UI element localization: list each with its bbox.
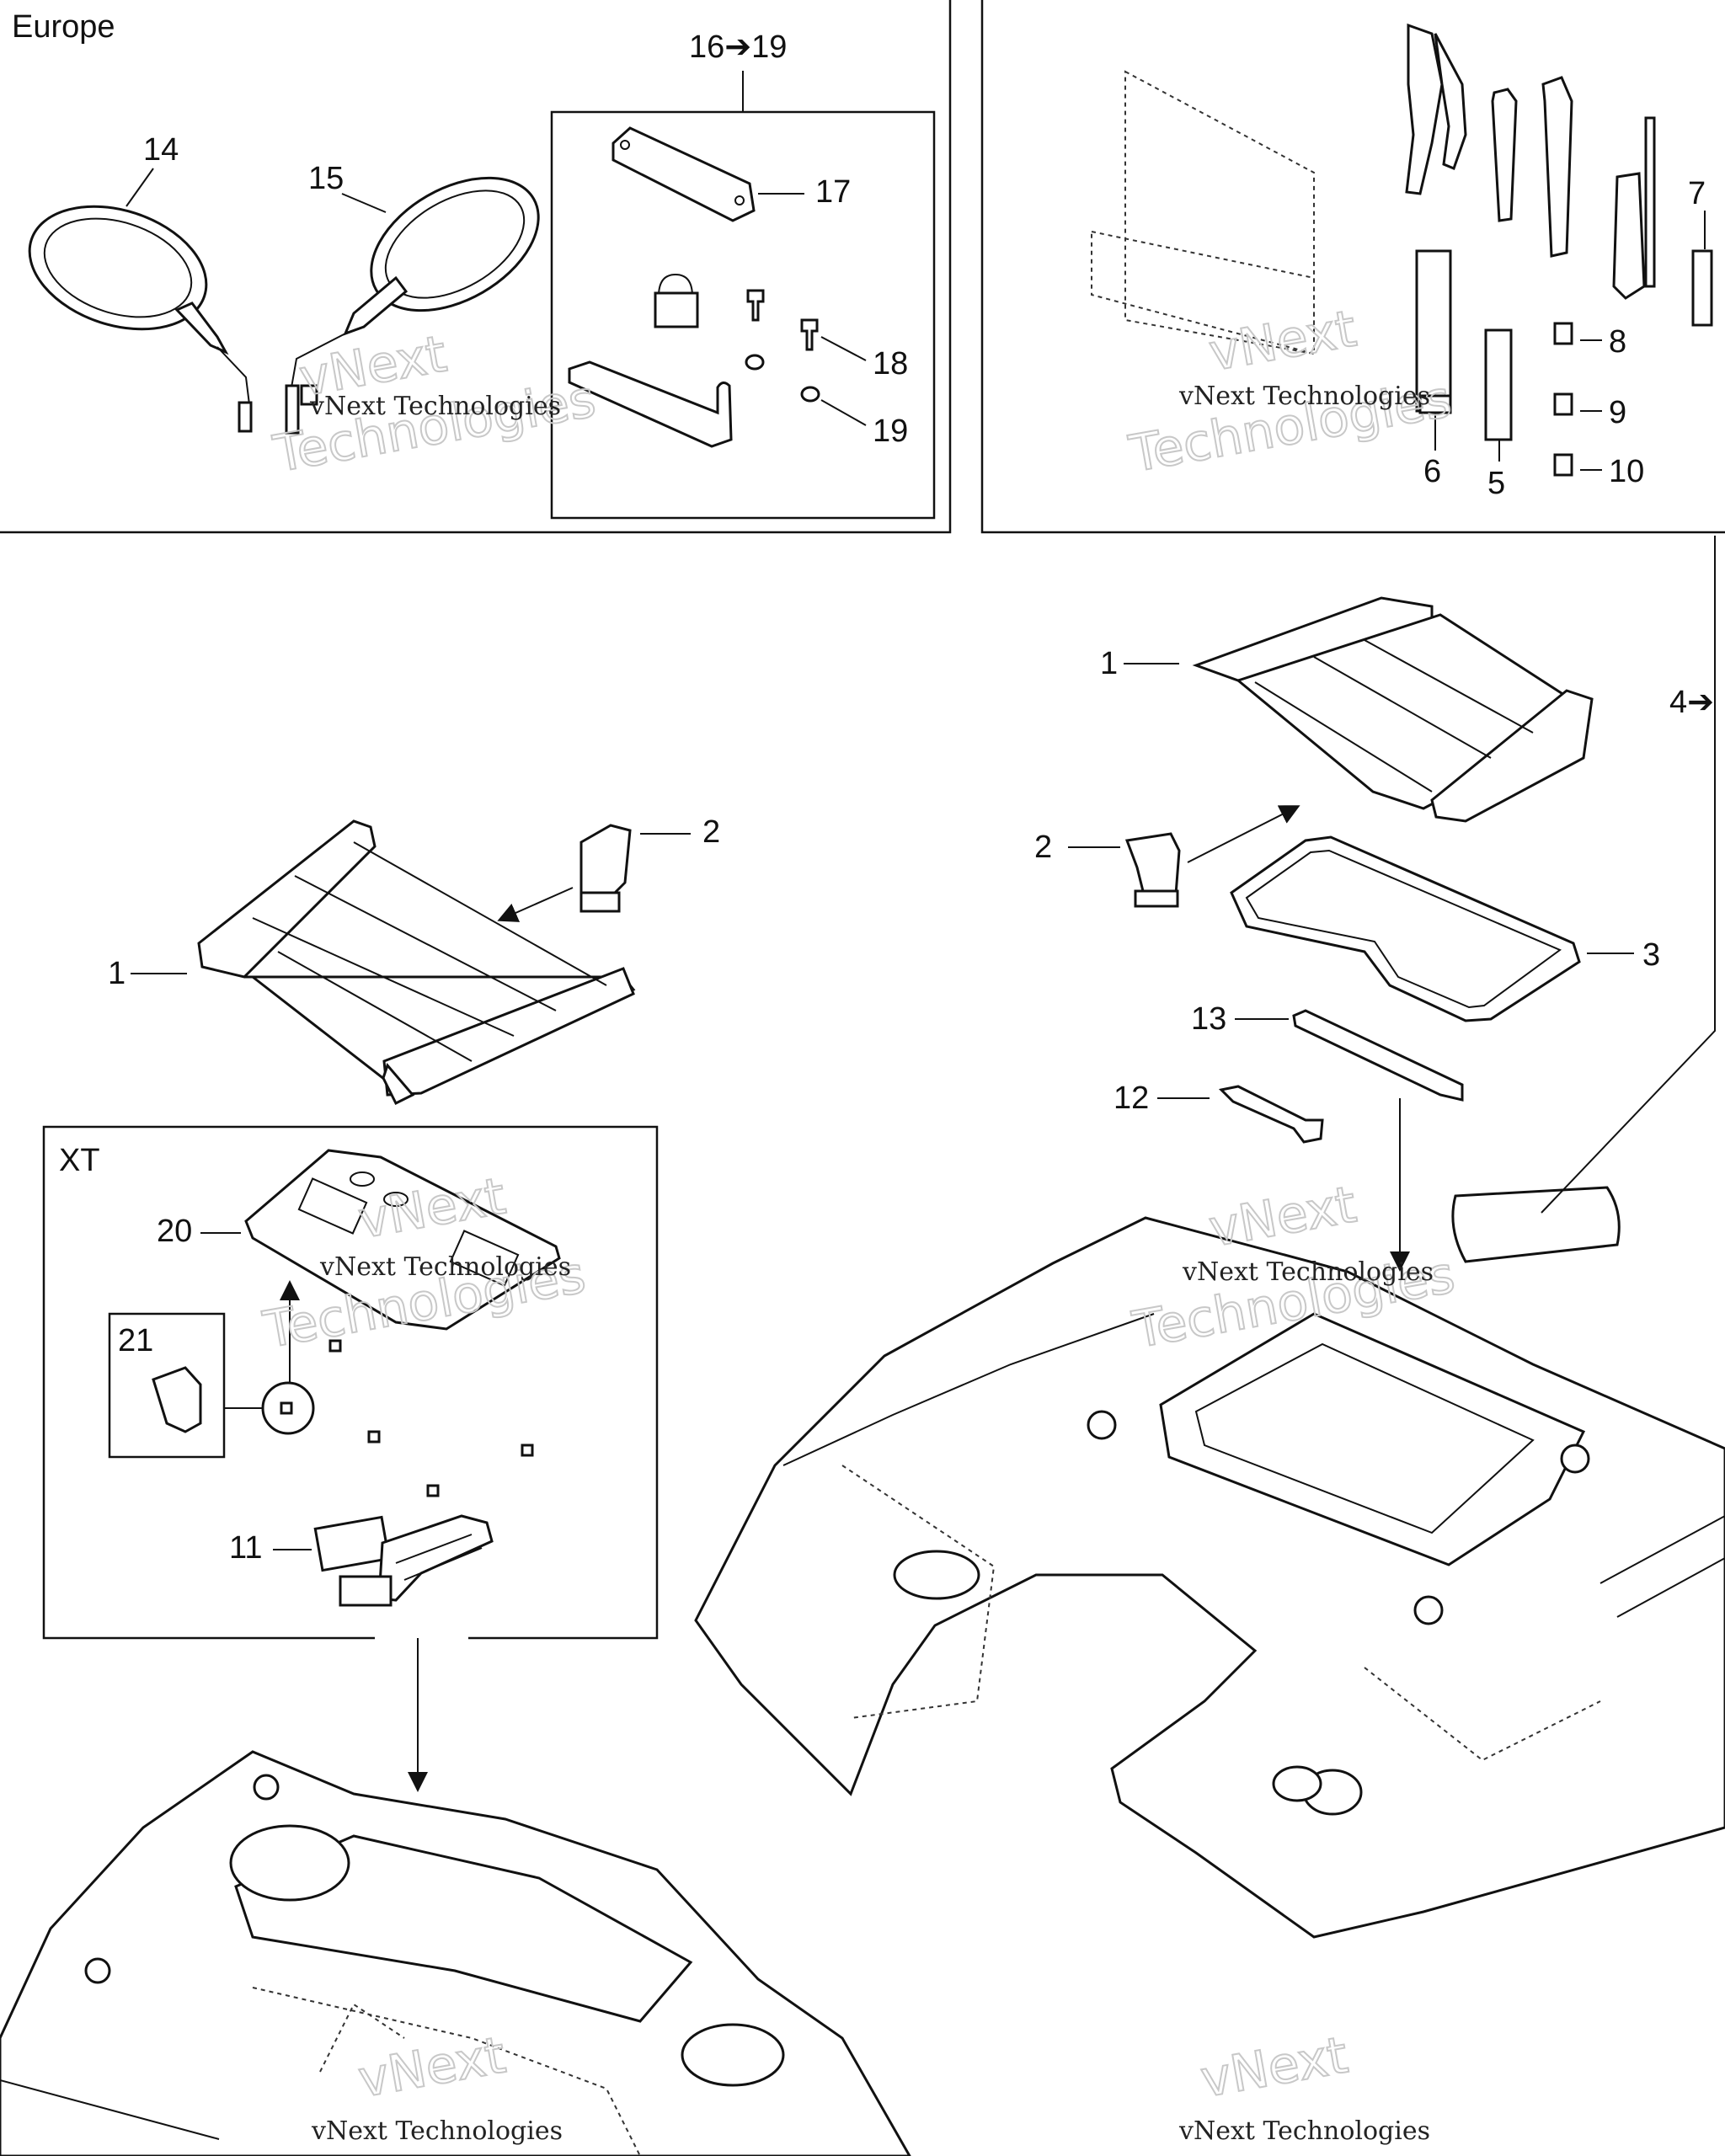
svg-text:vNext Technologies: vNext Technologies [309, 392, 561, 421]
callout-2a: 2 [702, 814, 720, 850]
svg-text:vNext Technologies: vNext Technologies [311, 2116, 563, 2146]
socket-wrench-small-part [1484, 328, 1513, 441]
key-tool-part [1218, 1085, 1324, 1144]
svg-text:vNext: vNext [1204, 1175, 1360, 1258]
callout-1a: 1 [108, 956, 126, 991]
callout-8: 8 [1609, 324, 1626, 360]
svg-text:vNext Technologies: vNext Technologies [319, 1252, 571, 1282]
callout-16-19: 16➔19 [689, 29, 787, 65]
leader-14 [126, 168, 154, 207]
watermark-6: vNext vNext Technologies [1178, 2025, 1430, 2146]
tool-case-part [1451, 1186, 1621, 1263]
callout-3: 3 [1642, 937, 1660, 973]
bit-part [1691, 249, 1713, 327]
callout-13: 13 [1191, 1001, 1226, 1037]
svg-text:vNext Technologies: vNext Technologies [1178, 2116, 1430, 2146]
leader-18 [820, 336, 867, 361]
europe-panel: Europe [0, 0, 952, 534]
rack-left-part [197, 819, 636, 1106]
callout-21: 21 [118, 1323, 153, 1358]
svg-text:vNext: vNext [1204, 299, 1360, 382]
harness-part [313, 1514, 494, 1607]
callout-10: 10 [1609, 454, 1644, 489]
wrench-b-part [1541, 76, 1573, 258]
clip-left-part [579, 824, 632, 913]
callout-7: 7 [1688, 176, 1706, 211]
arrow-2a [497, 887, 574, 922]
latch-part [1292, 1009, 1464, 1102]
arrow-2b [1187, 805, 1300, 863]
callout-11: 11 [229, 1530, 262, 1566]
watermark-2: vNext Technologies vNext Technologies [1124, 298, 1456, 485]
leader-19 [820, 399, 867, 426]
strap-bracket-part [611, 126, 756, 222]
callout-20: 20 [157, 1214, 192, 1249]
callout-5: 5 [1487, 466, 1505, 501]
tray-part [244, 1149, 561, 1331]
watermark-1: vNext Technologies vNext Technologies [268, 323, 601, 485]
svg-text:vNext: vNext [1196, 2025, 1352, 2109]
mirror-right-part [285, 176, 540, 435]
xt-panel: XT [42, 1125, 659, 1640]
callout-12: 12 [1114, 1081, 1149, 1116]
clip-right-part [1124, 832, 1181, 908]
callout-2b: 2 [1034, 830, 1052, 865]
svg-text:vNext Technologies: vNext Technologies [1182, 1257, 1434, 1287]
screws-part [746, 289, 819, 351]
tools-panel [980, 0, 1725, 534]
wrench-a-part [1491, 88, 1518, 222]
lock-part [654, 273, 699, 328]
fuses-part [1553, 322, 1573, 477]
callout-4: 4➔ [1669, 685, 1714, 720]
svg-text:vNext Technologies: vNext Technologies [1178, 382, 1430, 411]
leader-15 [341, 193, 387, 213]
screwdriver-part [1612, 116, 1656, 300]
xt-panel-title: XT [59, 1143, 100, 1178]
flat-bracket-part [568, 360, 733, 448]
europe-panel-title: Europe [12, 9, 115, 45]
callout-14: 14 [143, 132, 179, 168]
socket-wrench-large-part [1415, 249, 1452, 414]
kit-16-19-box [550, 110, 936, 520]
nuts-part [745, 354, 820, 403]
rear-fender-left-part [0, 1750, 911, 2156]
callout-17: 17 [815, 174, 851, 210]
clip-box [108, 1312, 226, 1459]
callout-19: 19 [873, 414, 908, 449]
callout-9: 9 [1609, 395, 1626, 430]
callout-1b: 1 [1100, 646, 1118, 681]
callout-6: 6 [1423, 454, 1441, 489]
gasket-part [1230, 835, 1581, 1022]
rack-right-part [1192, 596, 1594, 823]
leader-4 [1541, 536, 1716, 1214]
mirror-left-part [28, 205, 253, 433]
rear-fender-right-part [694, 1216, 1725, 1939]
fasteners-part [280, 1339, 534, 1497]
callout-18: 18 [873, 346, 908, 382]
callout-15: 15 [308, 161, 344, 196]
tool-bag-outline [1091, 70, 1315, 355]
pliers-part [1405, 23, 1467, 195]
